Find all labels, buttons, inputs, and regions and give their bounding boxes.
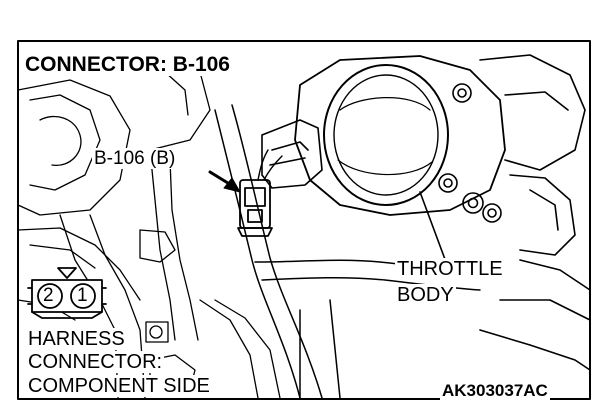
harness-pin-2: 2: [43, 285, 54, 306]
harness-pin-1: 1: [77, 285, 88, 306]
diagram-title: CONNECTOR: B-106: [22, 53, 233, 76]
hose: [214, 104, 481, 399]
sensor-housing: [261, 119, 323, 189]
connector-b106: [237, 179, 273, 237]
harness-connector-symbol: [27, 267, 107, 319]
harness-detail: [145, 321, 169, 343]
throttle-body-illustration: [294, 54, 591, 371]
figure-frame: [17, 40, 591, 400]
throttle-body-label-line1: THROTTLE: [395, 258, 505, 280]
harness-label-line1: HARNESS: [26, 328, 127, 350]
figure-code: AK303037AC: [440, 381, 550, 400]
harness-label-line3: COMPONENT SIDE: [26, 375, 212, 397]
harness-label-line2: CONNECTOR:: [26, 351, 165, 373]
throttle-body-label-line2: BODY: [395, 284, 456, 306]
callout-arrow: [208, 170, 241, 193]
connector-callout-label: B-106 (B): [92, 148, 178, 169]
throttle-body-leader: [419, 191, 447, 263]
connector-wires: [257, 149, 283, 181]
